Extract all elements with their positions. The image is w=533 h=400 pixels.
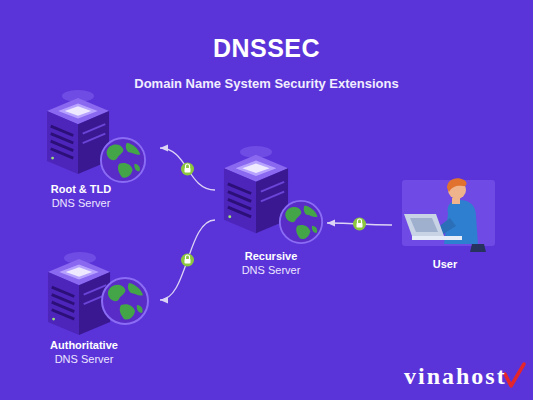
user-node: User [392, 175, 498, 275]
node-label: AuthoritativeDNS Server [38, 338, 130, 366]
server-node: RecursiveDNS Server [215, 145, 327, 281]
server-node: Root & TLDDNS Server [38, 88, 160, 214]
server-node: AuthoritativeDNS Server [38, 250, 160, 370]
lock-icon [181, 254, 194, 267]
node-subtext: DNS Server [215, 263, 327, 277]
node-heading: User [392, 257, 498, 271]
node-heading: Authoritative [38, 338, 130, 352]
connector [327, 218, 392, 231]
connector-line [160, 220, 215, 300]
node-heading: Recursive [215, 249, 327, 263]
node-label: RecursiveDNS Server [215, 249, 327, 277]
watermark: vinahost [404, 363, 507, 389]
node-subtext: DNS Server [38, 352, 130, 366]
lock-icon [353, 218, 366, 231]
diagram-title: DNSSEC [0, 34, 533, 63]
node-label: User [392, 257, 498, 271]
node-subtext: DNS Server [38, 196, 124, 210]
lock-icon [181, 163, 194, 176]
diagram-subtitle: Domain Name System Security Extensions [0, 76, 533, 91]
connector [160, 148, 215, 190]
connector-line [160, 148, 215, 190]
connector [160, 220, 215, 300]
node-heading: Root & TLD [38, 182, 124, 196]
node-label: Root & TLDDNS Server [38, 182, 124, 210]
